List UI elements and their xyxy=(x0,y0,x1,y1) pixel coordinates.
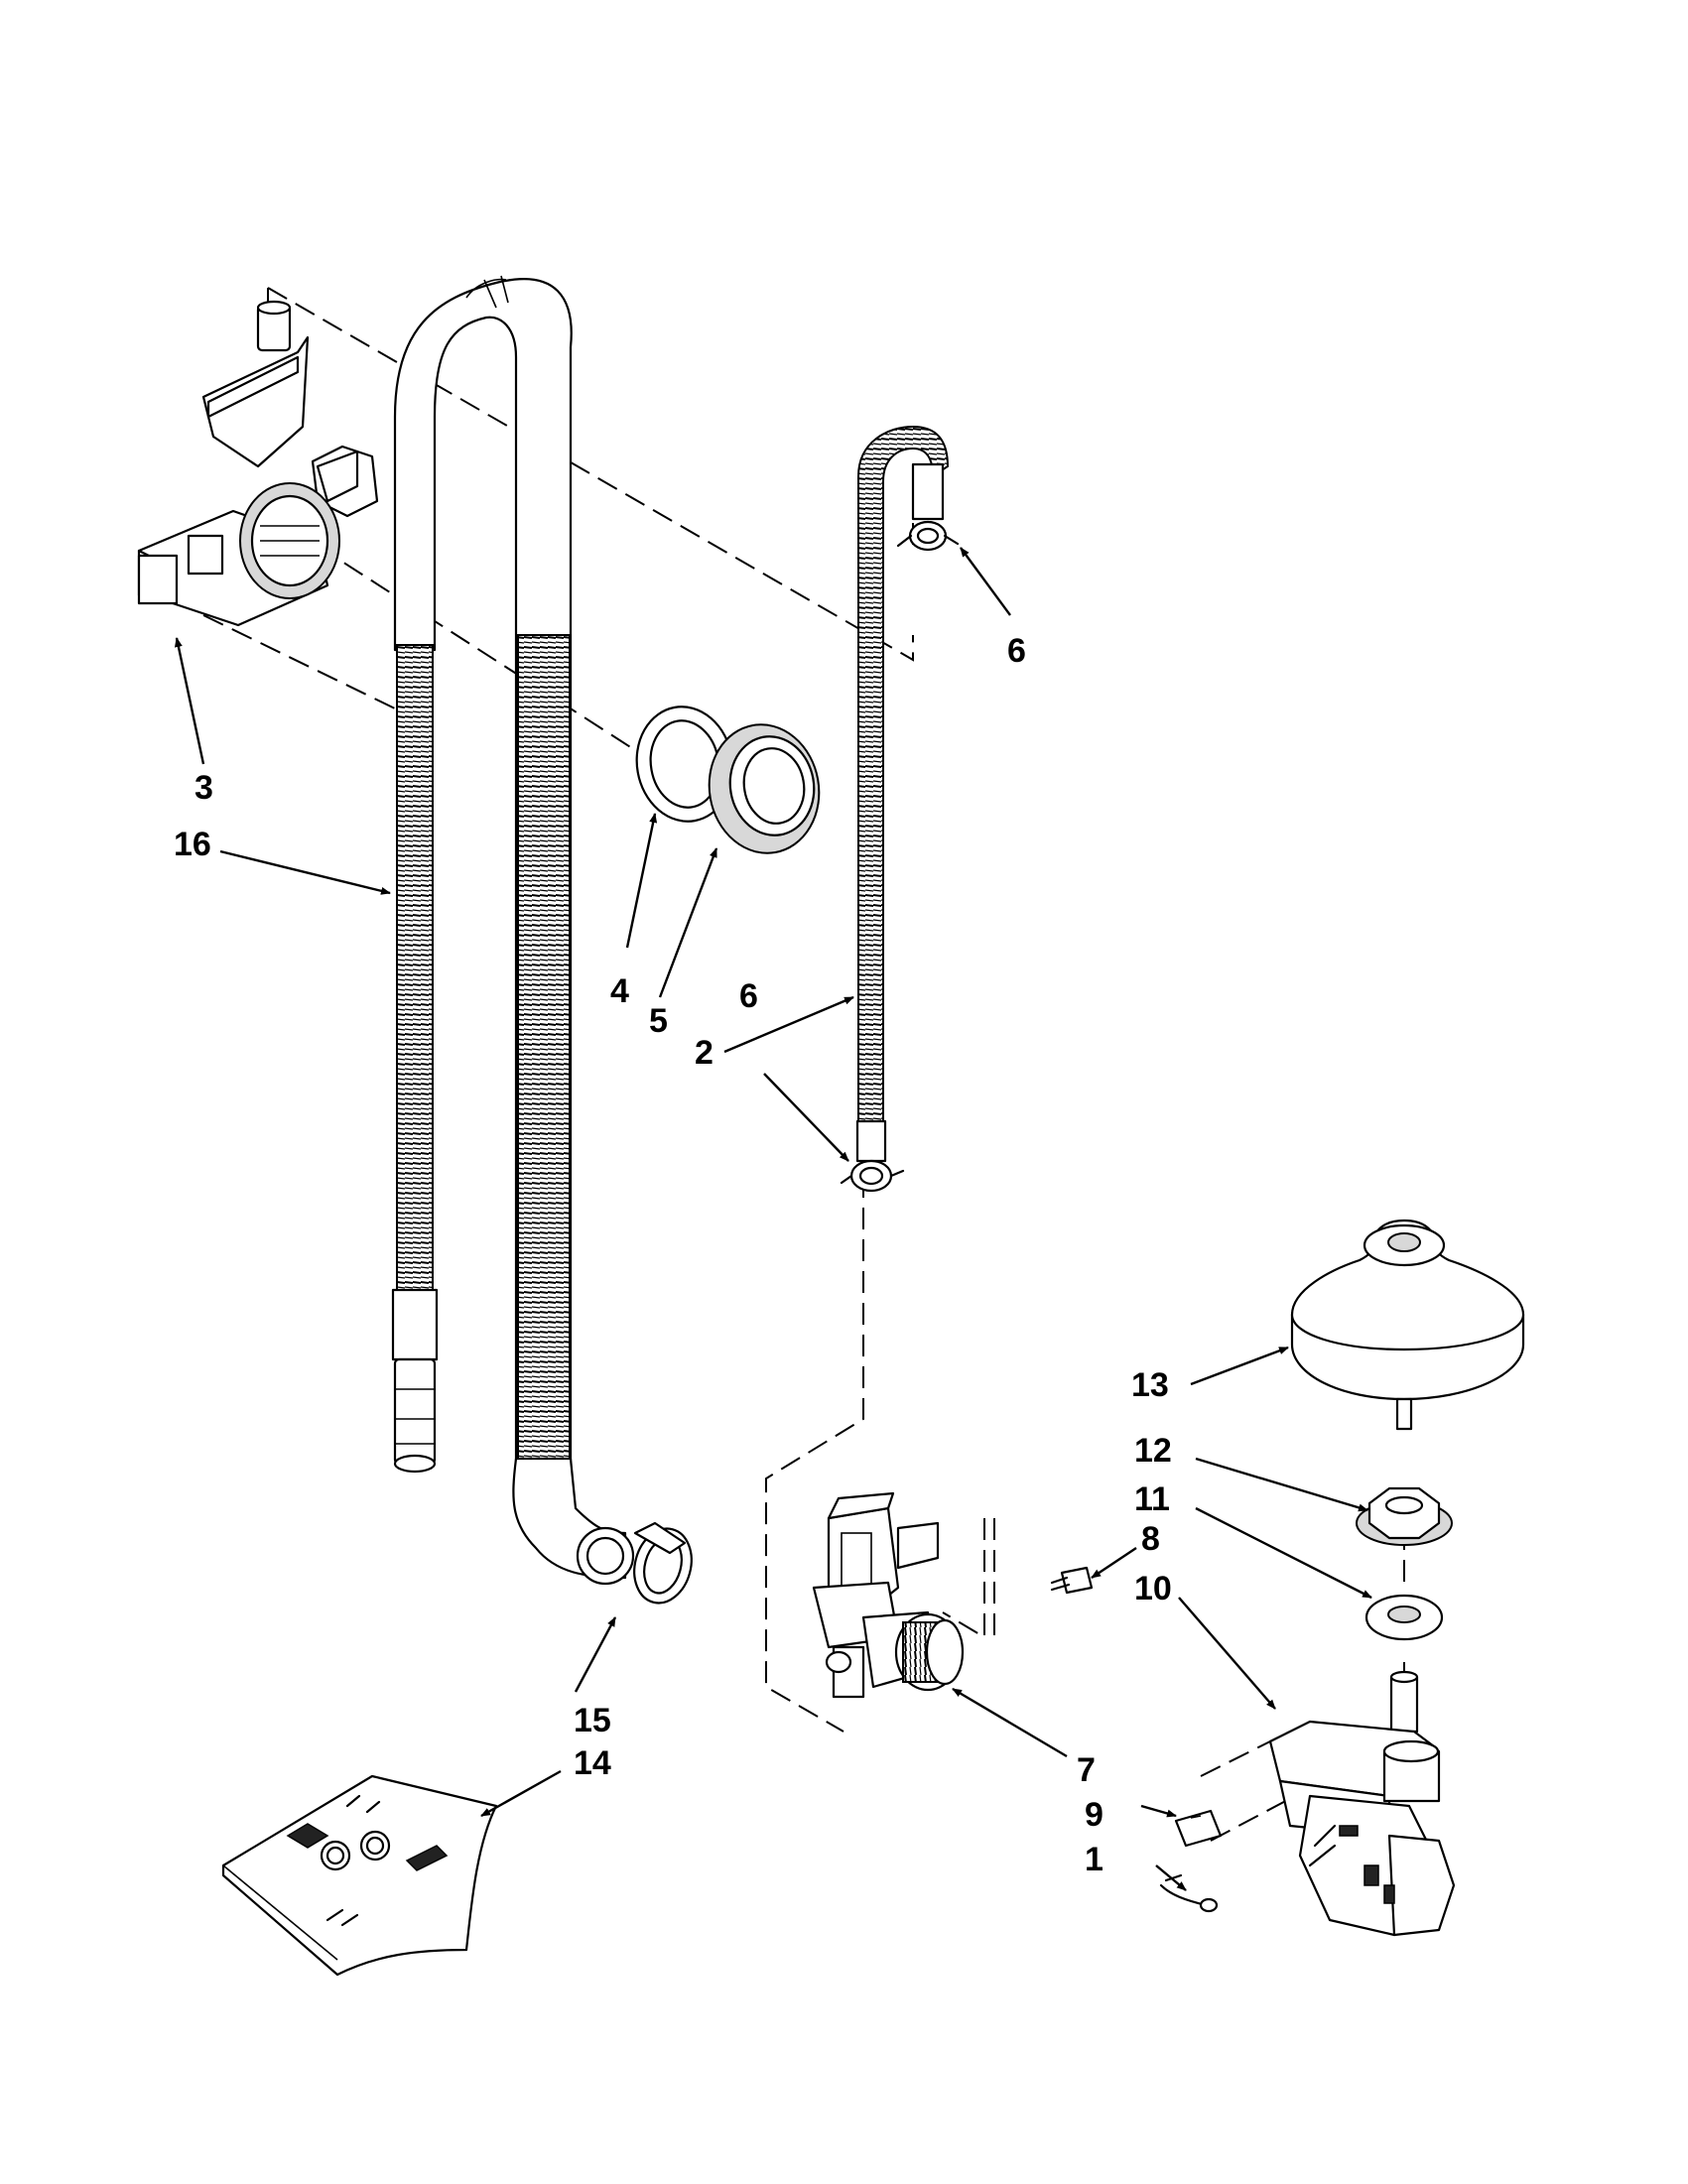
label-part-4: 4 xyxy=(610,972,629,1010)
part-14-hardware-bag xyxy=(221,1774,498,1977)
part-6-clamp-mid xyxy=(840,1159,905,1193)
label-part-7: 7 xyxy=(1077,1751,1096,1789)
part-10-switch-bracket xyxy=(1268,1670,1456,1937)
label-part-5: 5 xyxy=(649,1002,668,1040)
leader-lines xyxy=(174,547,1372,1891)
label-part-15: 15 xyxy=(574,1702,611,1739)
label-part-14: 14 xyxy=(574,1744,611,1782)
label-part-8: 8 xyxy=(1141,1520,1160,1558)
part-6-clamp-top xyxy=(896,520,960,552)
label-part-11: 11 xyxy=(1134,1480,1170,1518)
label-part-12: 12 xyxy=(1134,1432,1172,1470)
label-part-3: 3 xyxy=(195,769,213,807)
part-9-switch xyxy=(1174,1809,1223,1848)
part-15-hose-clamp xyxy=(633,1521,693,1605)
part-3-bracket xyxy=(137,300,379,627)
part-labels: 3 16 4 5 2 6 6 15 14 7 8 9 1 10 11 12 13 xyxy=(174,632,1172,1878)
part-4-gasket xyxy=(635,706,734,823)
assembly-lines xyxy=(202,287,1405,1842)
label-part-1: 1 xyxy=(1085,1841,1104,1878)
part-1-wire-clip xyxy=(1159,1873,1219,1913)
part-7-water-valve xyxy=(812,1491,965,1699)
part-13-float xyxy=(1290,1219,1525,1431)
label-part-6-mid: 6 xyxy=(739,977,758,1015)
part-11-washer xyxy=(1364,1594,1444,1641)
part-8-screw xyxy=(1050,1566,1094,1595)
label-part-10: 10 xyxy=(1134,1570,1172,1607)
part-16-drain-hose xyxy=(391,275,635,1586)
label-part-16: 16 xyxy=(174,826,211,863)
part-5-nut xyxy=(708,723,821,854)
label-part-6-top: 6 xyxy=(1007,632,1026,670)
part-12-nut xyxy=(1356,1486,1453,1546)
label-part-9: 9 xyxy=(1085,1796,1104,1834)
label-part-13: 13 xyxy=(1131,1366,1169,1404)
label-part-2: 2 xyxy=(695,1034,714,1072)
